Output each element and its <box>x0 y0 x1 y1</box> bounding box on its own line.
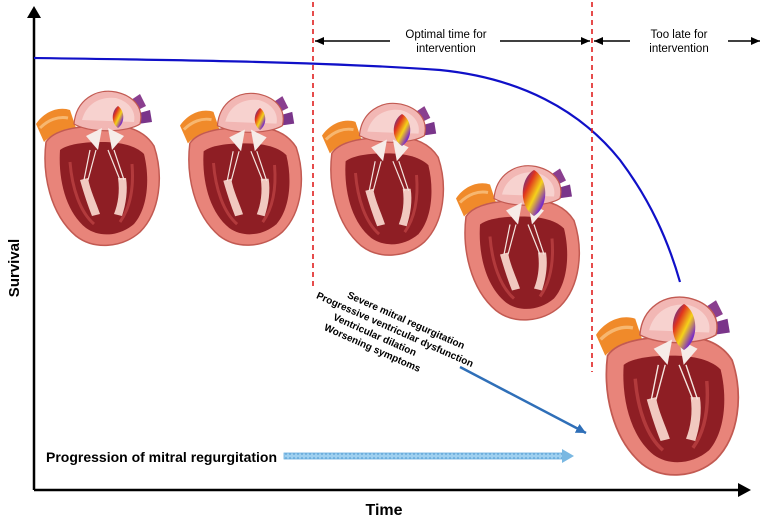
progression-arrow-shaft <box>283 452 565 460</box>
progression-label: Progression of mitral regurgitation <box>46 449 277 465</box>
survival-curve <box>33 56 682 283</box>
heart-stage-3 <box>320 101 445 257</box>
findings-list: Severe mitral regurgitation Progressive … <box>314 290 474 375</box>
regurgitant-jet <box>522 170 546 216</box>
x-axis-arrowhead <box>738 483 751 497</box>
regurgitant-jet <box>112 106 124 128</box>
heart-stage-1 <box>34 89 161 247</box>
optimal-zone-label-line2: intervention <box>416 43 475 55</box>
regurgitant-jet <box>672 304 696 350</box>
findings-arrow <box>459 365 587 435</box>
heart-stage-2 <box>178 91 303 247</box>
x-axis-label: Time <box>365 502 402 519</box>
heart-stage-4 <box>454 164 581 322</box>
y-axis-arrowhead <box>27 6 41 18</box>
heart-illustrations <box>34 89 741 477</box>
late-zone-label-line1: Too late for <box>651 29 708 41</box>
regurgitant-jet <box>254 108 266 130</box>
y-axis-label: Survival <box>6 239 23 297</box>
optimal-zone-label-line1: Optimal time for <box>405 29 486 41</box>
late-zone-label-line2: intervention <box>649 43 708 55</box>
heart-stage-5 <box>594 295 741 477</box>
progression-arrow-head <box>562 449 574 463</box>
axes <box>27 6 751 497</box>
regurgitant-jet <box>393 114 411 146</box>
